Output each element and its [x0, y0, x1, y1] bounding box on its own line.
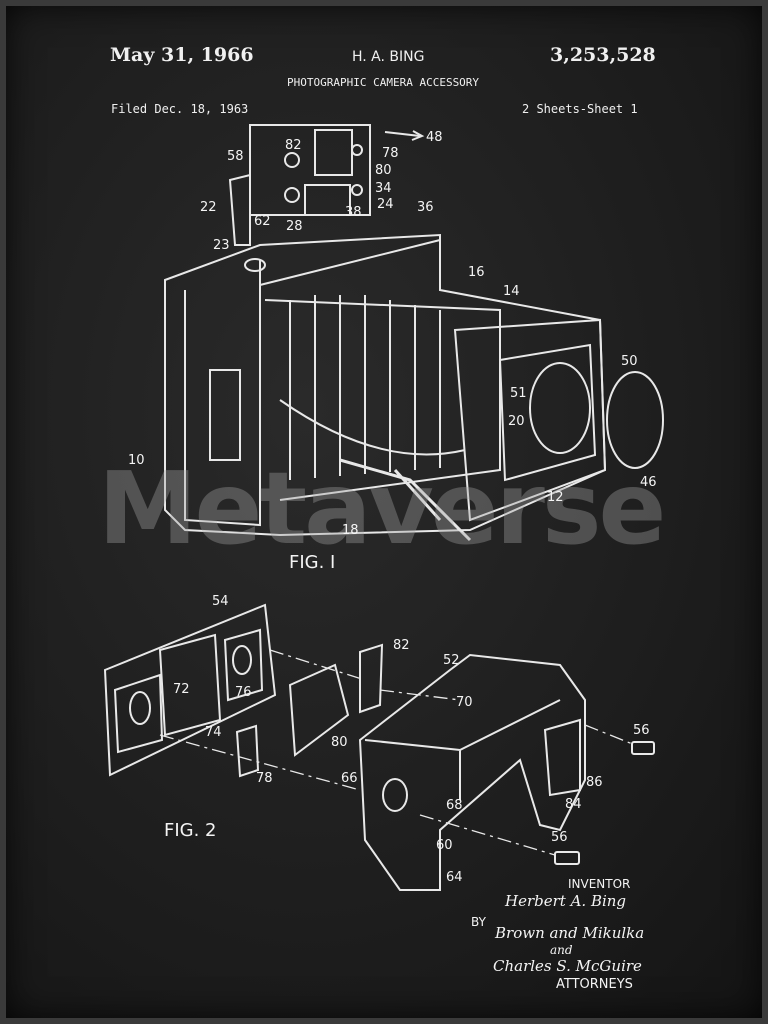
attorneys-label: ATTORNEYS — [556, 977, 633, 992]
ref-label: 62 — [254, 214, 271, 229]
fig2-caption: FIG. 2 — [164, 820, 217, 841]
patent-title: PHOTOGRAPHIC CAMERA ACCESSORY — [287, 76, 480, 89]
ref-label: 80 — [331, 735, 348, 750]
patent-date: May 31, 1966 — [110, 44, 254, 66]
by-label: BY — [471, 915, 486, 929]
ref-label: 58 — [227, 149, 244, 164]
ref-label: 14 — [503, 284, 520, 299]
inventor-label: INVENTOR — [568, 877, 631, 891]
ref-label: 48 — [426, 130, 443, 145]
ref-label: 23 — [213, 238, 230, 253]
ref-label: 86 — [586, 775, 603, 790]
ref-label: 60 — [436, 838, 453, 853]
ref-label: 24 — [377, 197, 394, 212]
ref-label: 50 — [621, 354, 638, 369]
filed-date: Filed Dec. 18, 1963 — [111, 102, 249, 116]
fig2-accessory-drawing — [103, 603, 655, 891]
ref-label: 22 — [200, 200, 217, 215]
ref-label: 56 — [633, 723, 650, 738]
ref-label: 52 — [443, 653, 460, 668]
ref-label: 18 — [342, 523, 359, 538]
watermark: Metaverse — [98, 450, 666, 567]
attorney-signature-2: Charles S. McGuire — [493, 957, 642, 975]
ref-label: 20 — [508, 414, 525, 429]
ref-label: 78 — [382, 146, 399, 161]
ref-label: 28 — [286, 219, 303, 234]
ref-label: 10 — [128, 453, 145, 468]
ref-label: 46 — [640, 475, 657, 490]
ref-label: 38 — [345, 205, 362, 220]
ref-label: 82 — [393, 638, 410, 653]
ref-label: 36 — [417, 200, 434, 215]
fig1-caption: FIG. I — [289, 552, 336, 573]
ref-label: 56 — [551, 830, 568, 845]
ref-label: 16 — [468, 265, 485, 280]
ref-label: 64 — [446, 870, 463, 885]
ref-label: 72 — [173, 682, 190, 697]
ref-label: 54 — [212, 594, 229, 609]
ref-label: 74 — [205, 725, 222, 740]
ref-label: 51 — [510, 386, 527, 401]
ref-label: 66 — [341, 771, 358, 786]
ref-label: 70 — [456, 695, 473, 710]
and-signature: and — [550, 943, 573, 957]
ref-label: 82 — [285, 138, 302, 153]
ref-label: 84 — [565, 797, 582, 812]
fig1-camera-drawing — [164, 124, 664, 542]
attorney-signature-1: Brown and Mikulka — [495, 924, 645, 942]
ref-label: 34 — [375, 181, 392, 196]
inventor-name: H. A. BING — [352, 49, 425, 65]
ref-label: 78 — [256, 771, 273, 786]
inventor-signature: Herbert A. Bing — [505, 892, 627, 910]
ref-label: 76 — [235, 685, 252, 700]
ref-label: 80 — [375, 163, 392, 178]
sheet-count: 2 Sheets-Sheet 1 — [522, 102, 638, 116]
patent-number: 3,253,528 — [550, 44, 656, 66]
ref-label: 68 — [446, 798, 463, 813]
ref-label: 12 — [547, 490, 564, 505]
